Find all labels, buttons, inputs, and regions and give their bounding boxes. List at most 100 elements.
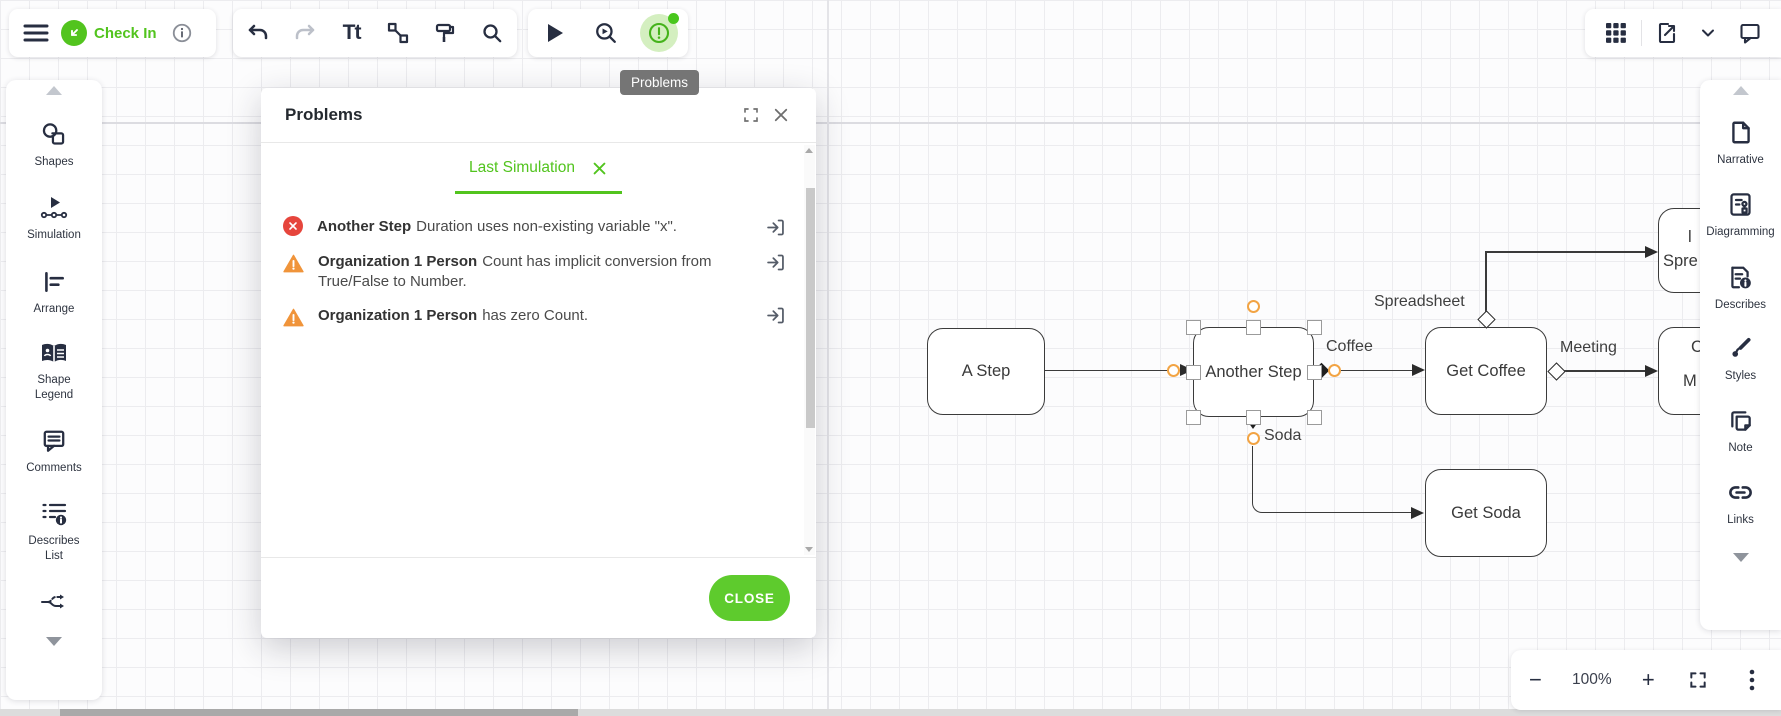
port-incoming-left[interactable] [1166, 363, 1180, 377]
view-toolbar-card [1585, 9, 1781, 57]
shape-legend-icon [42, 343, 66, 363]
text-style-glyph: Tt [342, 21, 362, 44]
run-simulation-button[interactable] [538, 16, 572, 50]
selection-handle-ne[interactable] [1306, 319, 1322, 335]
left-sidebar: Shapes Simulation Arrange Shape Legend C… [6, 80, 102, 700]
sidebar-scroll-down-icon[interactable] [1732, 553, 1749, 563]
horizontal-scrollbar-thumb[interactable] [60, 709, 578, 716]
search-icon[interactable] [475, 16, 509, 50]
sidebar-item-branch[interactable] [40, 589, 68, 613]
tab-close-icon[interactable] [591, 160, 608, 177]
zoom-in-button[interactable]: + [1641, 667, 1655, 692]
selection-handle-s[interactable] [1245, 409, 1261, 425]
grid-major-line-h [0, 122, 1781, 124]
scrollbar-down-arrow[interactable] [805, 547, 813, 552]
apps-grid-icon[interactable] [1599, 16, 1633, 50]
sidebar-item-shape-legend[interactable]: Shape Legend [26, 342, 82, 402]
sidebar-item-shapes[interactable]: Shapes [34, 121, 74, 169]
sidebar-item-comments[interactable]: Comments [26, 428, 82, 475]
edge-astep-anotherstep[interactable] [1045, 369, 1180, 372]
node-get-coffee[interactable]: Get Coffee [1425, 327, 1547, 415]
format-painter-button[interactable] [428, 16, 462, 50]
selection-handle-nw[interactable] [1185, 319, 1201, 335]
edge-label-meeting[interactable]: Meeting [1560, 339, 1617, 356]
sidebar-item-label: Comments [26, 461, 82, 474]
edge-meeting[interactable] [1563, 370, 1645, 372]
zoom-level[interactable]: 100% [1572, 671, 1612, 688]
more-options-kebab-icon[interactable] [1741, 667, 1763, 693]
tab-last-simulation[interactable]: Last Simulation [455, 159, 622, 194]
horizontal-scrollbar-track [0, 709, 1781, 716]
sidebar-item-links[interactable]: Links [1727, 479, 1754, 527]
selection-handle-w[interactable] [1185, 364, 1201, 380]
sidebar-scroll-up-icon[interactable] [46, 86, 62, 95]
sidebar-item-diagramming[interactable]: Diagramming [1706, 191, 1775, 239]
edge-spreadsheet-vertical[interactable] [1485, 252, 1487, 313]
export-document-icon[interactable] [1650, 16, 1684, 50]
edge-label-coffee[interactable]: Coffee [1326, 338, 1373, 355]
comments-panel-icon[interactable] [1733, 16, 1767, 50]
sidebar-item-simulation[interactable]: Simulation [27, 195, 81, 242]
info-icon[interactable] [165, 16, 199, 50]
selection-handle-e[interactable] [1306, 364, 1322, 380]
selection-handle-sw[interactable] [1185, 409, 1201, 425]
edge-soda-arrowhead [1411, 506, 1424, 519]
sidebar-item-describes-list[interactable]: Describes List [24, 501, 84, 563]
node-partial-meeting-text-line1: C [1691, 338, 1703, 356]
main-toolbar-card: Check In [9, 9, 216, 57]
edge-spreadsheet-arrowhead [1645, 245, 1658, 258]
comments-icon [43, 430, 65, 452]
sidebar-item-narrative[interactable]: Narrative [1717, 119, 1764, 167]
node-a-step[interactable]: A Step [927, 328, 1045, 415]
sidebar-item-describes[interactable]: Describes [1715, 264, 1766, 312]
fullscreen-icon[interactable] [1685, 667, 1711, 693]
chevron-down-icon[interactable] [1691, 16, 1725, 50]
goto-problem-icon[interactable] [764, 251, 786, 273]
node-get-soda[interactable]: Get Soda [1425, 469, 1547, 557]
scrollbar-up-arrow[interactable] [805, 148, 813, 153]
sidebar-item-styles[interactable]: Styles [1725, 336, 1756, 383]
sidebar-item-arrange[interactable]: Arrange [34, 269, 74, 316]
node-partial-spreadsheet-text-line2: Spre [1663, 252, 1698, 270]
close-button[interactable]: CLOSE [709, 575, 790, 621]
goto-problem-icon[interactable] [764, 305, 786, 327]
edge-coffee[interactable] [1340, 369, 1414, 372]
sidebar-scroll-up-icon[interactable] [1732, 86, 1749, 95]
expand-dialog-icon[interactable] [736, 100, 766, 130]
sidebar-scroll-down-icon[interactable] [46, 637, 62, 646]
edge-label-spreadsheet[interactable]: Spreadsheet [1374, 293, 1465, 310]
goto-problem-icon[interactable] [764, 216, 786, 238]
sidebar-item-label: Diagramming [1706, 226, 1775, 239]
check-in-button[interactable]: Check In [61, 20, 157, 46]
selection-handle-se[interactable] [1306, 409, 1322, 425]
undo-button[interactable] [241, 16, 275, 50]
describes-list-icon [41, 504, 66, 526]
describes-icon [1731, 266, 1752, 289]
edge-soda-elbow[interactable] [1252, 446, 1412, 513]
redo-button[interactable] [288, 16, 322, 50]
hamburger-menu-button[interactable] [19, 16, 53, 50]
port-top[interactable] [1246, 299, 1260, 313]
close-dialog-icon[interactable] [766, 100, 796, 130]
edge-coffee-arrowhead [1412, 363, 1425, 376]
selection-handle-n[interactable] [1245, 319, 1261, 335]
edge-label-soda[interactable]: Soda [1264, 427, 1302, 444]
node-another-step[interactable]: Another Step [1193, 327, 1314, 417]
problems-button[interactable] [640, 13, 679, 52]
sidebar-item-note[interactable]: Note [1728, 408, 1754, 455]
port-bottom[interactable] [1246, 431, 1260, 445]
edge-spreadsheet-horizontal[interactable] [1485, 251, 1646, 253]
problem-message: Count has implicit conversion from True/… [318, 253, 712, 290]
connector-tool-button[interactable] [381, 16, 415, 50]
text-style-button[interactable]: Tt [335, 16, 369, 50]
dialog-scrollbar-thumb[interactable] [806, 188, 815, 428]
narrative-icon [1731, 121, 1750, 144]
simulation-zoom-button[interactable] [589, 16, 623, 50]
port-right[interactable] [1327, 363, 1341, 377]
zoom-out-button[interactable]: − [1529, 667, 1542, 692]
branch-icon [41, 594, 64, 609]
